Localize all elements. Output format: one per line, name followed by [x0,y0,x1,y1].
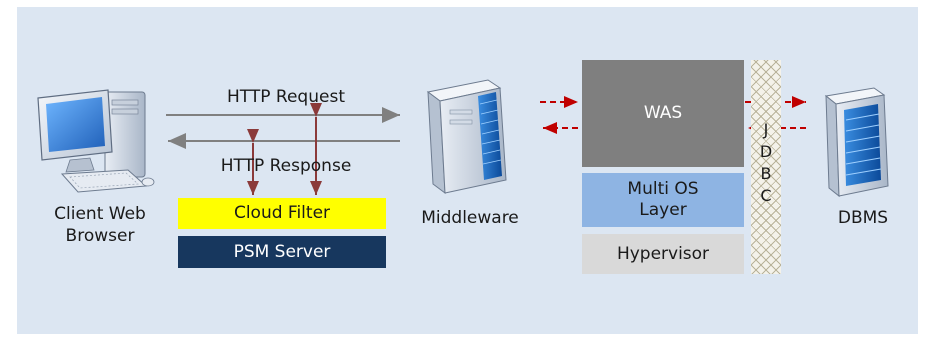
dbms-label: DBMS [837,208,889,228]
jdbc-letter-j: J [763,120,769,139]
client-label-line1: Client Web [54,204,146,224]
middleware-label: Middleware [421,208,519,228]
was-box: WAS [582,60,744,167]
psm-server-box: PSM Server [178,236,386,268]
client-label: Client Web Browser [30,203,170,247]
multi-os-line1: Multi OS [627,179,699,199]
http-response-label: HTTP Response [220,156,352,176]
multi-os-layer-box: Multi OS Layer [582,173,744,227]
client-label-line2: Browser [65,226,135,246]
multi-os-line2: Layer [639,200,687,220]
jdbc-column: J D B C [751,60,781,274]
database-server-icon [824,87,889,198]
hypervisor-box: Hypervisor [582,234,744,274]
jdbc-letter-c: C [760,186,772,205]
jdbc-letter-d: D [759,142,773,161]
http-request-label: HTTP Request [227,87,345,107]
jdbc-letter-b: B [760,164,772,183]
server-tower-icon [426,79,507,195]
desktop-computer-icon [37,89,155,193]
cloud-filter-box: Cloud Filter [178,198,386,229]
